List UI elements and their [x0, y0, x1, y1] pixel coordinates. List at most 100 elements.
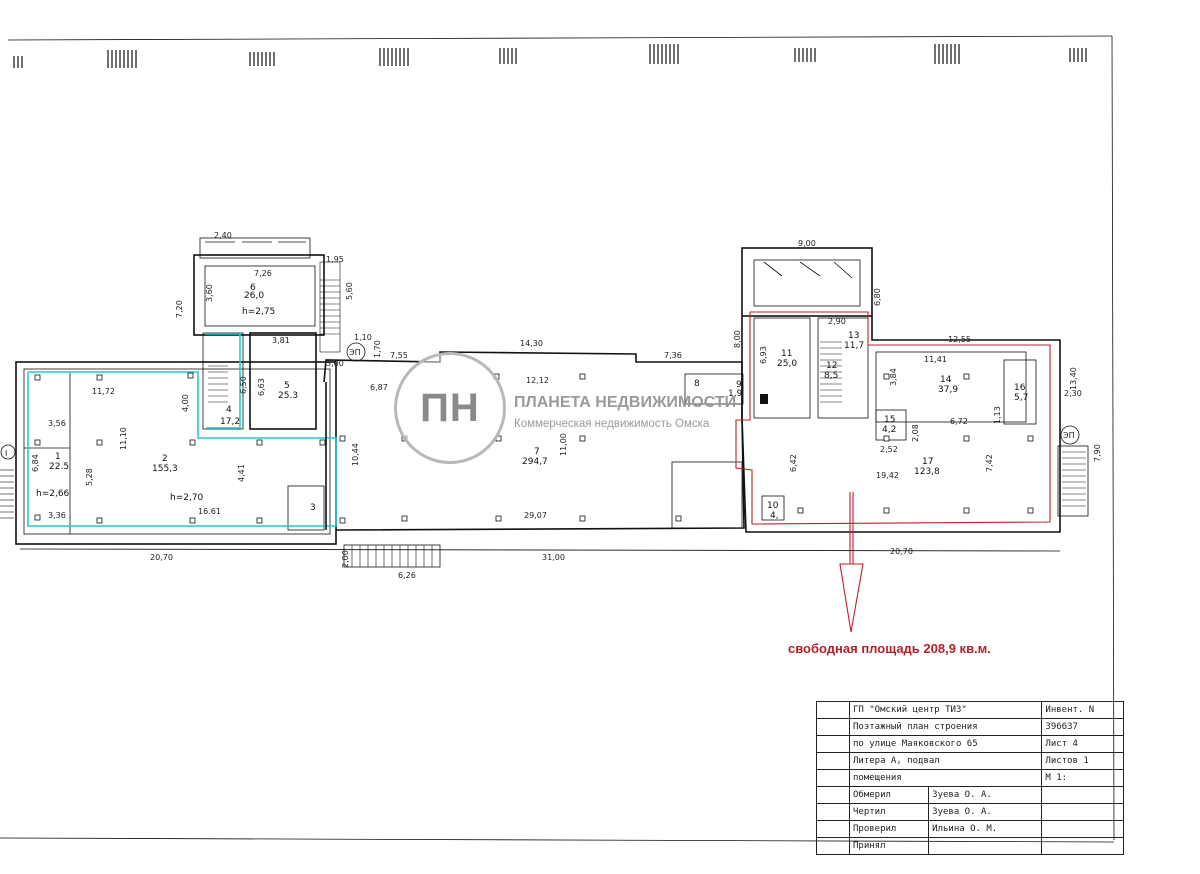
watermark-logo-circle: ПН	[394, 352, 506, 464]
dim-label: 6,42	[789, 454, 798, 472]
section-marker: I	[5, 449, 7, 458]
stamp-sheet-value: 4	[1072, 739, 1078, 749]
dim-label: 9,00	[798, 239, 816, 248]
stamp-sheets-value: 1	[1083, 756, 1089, 766]
stamp-sheets-label: Листов	[1045, 756, 1078, 766]
dim-label: 19,42	[876, 471, 899, 480]
cyan-outline-left	[27, 333, 337, 527]
dim-label: 6,50	[239, 376, 248, 394]
dim-label: 12,12	[526, 376, 549, 385]
dim-label: 8,00	[733, 330, 742, 348]
stamp-inventory-value: 396637	[1041, 718, 1124, 736]
columns-right	[797, 373, 1034, 514]
scale-tick-marks	[13, 44, 1087, 68]
room-area: 37,9	[938, 385, 958, 395]
dim-label: 29,07	[524, 511, 547, 520]
dim-label: 3,00	[326, 359, 344, 368]
room-number: 16	[1014, 383, 1026, 393]
dim-label: 14,30	[520, 339, 543, 348]
dim-label: 20,70	[890, 547, 913, 556]
dim-label: 7,36	[664, 351, 682, 360]
dimension-labels: 2,40 1,95 7,26 7,20 3,60 5,60 1,10 3,81 …	[31, 231, 1102, 580]
dim-label: 1,70	[373, 340, 382, 358]
dim-label: 3,60	[205, 284, 214, 302]
room-area: 294,7	[522, 457, 548, 467]
dim-label: 6,84	[31, 454, 40, 472]
sheet-top-border	[7, 35, 1113, 41]
stamp-address-line: по улице Маяковского 65	[848, 735, 1043, 753]
height-label: h=2,75	[242, 307, 275, 317]
dim-label: 6,80	[873, 288, 882, 306]
dim-label: 4,00	[181, 394, 190, 412]
room-area: 4,	[770, 511, 779, 521]
dim-label: 11,41	[924, 355, 947, 364]
dim-label: 1,13	[993, 406, 1002, 424]
room-area: 155,3	[152, 464, 178, 474]
exit-label: ЭП	[1063, 431, 1075, 440]
dim-label: 31,00	[542, 553, 565, 562]
room-number: 5	[284, 381, 290, 391]
dim-label: 3,56	[48, 419, 66, 428]
dim-label: 11,10	[119, 427, 128, 450]
room-area: 17,2	[220, 417, 240, 427]
room-number: 11	[781, 349, 792, 359]
height-label: h=2,66	[36, 489, 70, 499]
room-area: 4,2	[882, 425, 896, 435]
watermark-agency-name: ПЛАНЕТА НЕДВИЖИМОСТИ	[514, 394, 737, 411]
dim-label: 1,95	[326, 255, 344, 264]
agency-watermark: ПН ПЛАНЕТА НЕДВИЖИМОСТИ Коммерческая нед…	[394, 352, 794, 468]
dim-label: 6,26	[398, 571, 416, 580]
ceiling-heights: h=2,75 h=2,70 h=2,66	[36, 307, 275, 503]
dim-label: 3,84	[889, 368, 898, 386]
dim-label: 3,36	[48, 511, 66, 520]
room-number: 3	[310, 503, 316, 513]
dim-label: 12,55	[948, 335, 971, 344]
room-area: 1,9	[728, 389, 743, 399]
free-area-outline	[735, 311, 1051, 633]
dim-label: 7,90	[1093, 444, 1102, 462]
right-wing-walls	[741, 247, 1089, 533]
room-number: 12	[826, 361, 837, 371]
dim-label: 16.61	[198, 507, 221, 516]
title-block-stamp: ГП "Омский центр ТИЗ" Инвент. N Поэтажны…	[816, 701, 1124, 855]
stamp-letter-line: Литера А, подвал	[848, 752, 1043, 770]
dim-label: 11,00	[559, 433, 568, 456]
dim-label: 6,93	[759, 346, 768, 364]
room-area: 22.5	[49, 462, 69, 472]
dim-label: 2,00	[341, 550, 350, 568]
dim-label: 5,60	[345, 282, 354, 300]
room-number: 13	[848, 331, 859, 341]
bottom-dimension-line	[19, 548, 1061, 552]
center-wing-walls	[323, 351, 745, 568]
dim-label: 2,40	[214, 231, 232, 240]
dim-label: 1,10	[354, 333, 372, 342]
stamp-scale-value: 1:	[1056, 773, 1068, 783]
dim-label: 5,28	[85, 468, 94, 486]
room-area: 5,7	[1014, 393, 1028, 403]
dim-label: 2,90	[828, 317, 846, 326]
stamp-sheet-label: Лист	[1045, 739, 1068, 749]
height-label: h=2,70	[170, 493, 204, 503]
room-area: 25.3	[278, 391, 298, 401]
room-area: 25,0	[777, 359, 797, 369]
room-area: 8,5	[824, 371, 838, 381]
room-number: 1	[55, 452, 61, 462]
stamp-person: Ильина О. М.	[928, 820, 1043, 838]
room-number: 6	[250, 283, 256, 293]
dim-label: 13,40	[1069, 367, 1078, 390]
room-number: 17	[922, 457, 933, 467]
stamp-organization: ГП "Омский центр ТИЗ"	[848, 701, 1043, 719]
dim-label: 6,72	[950, 417, 968, 426]
room-area: 26,0	[244, 291, 264, 301]
room-area: 11,7	[844, 341, 864, 351]
stamp-role: Обмерил	[848, 786, 930, 804]
room-number: 8	[694, 379, 700, 389]
room-number: 7	[534, 447, 540, 457]
room-number: 2	[162, 454, 168, 464]
dim-label: 7,55	[390, 351, 408, 360]
dim-label: 6,87	[370, 383, 388, 392]
stamp-inventory-label: Инвент. N	[1041, 701, 1124, 719]
dim-label: 20,70	[150, 553, 173, 562]
dim-label: 7,42	[985, 454, 994, 472]
